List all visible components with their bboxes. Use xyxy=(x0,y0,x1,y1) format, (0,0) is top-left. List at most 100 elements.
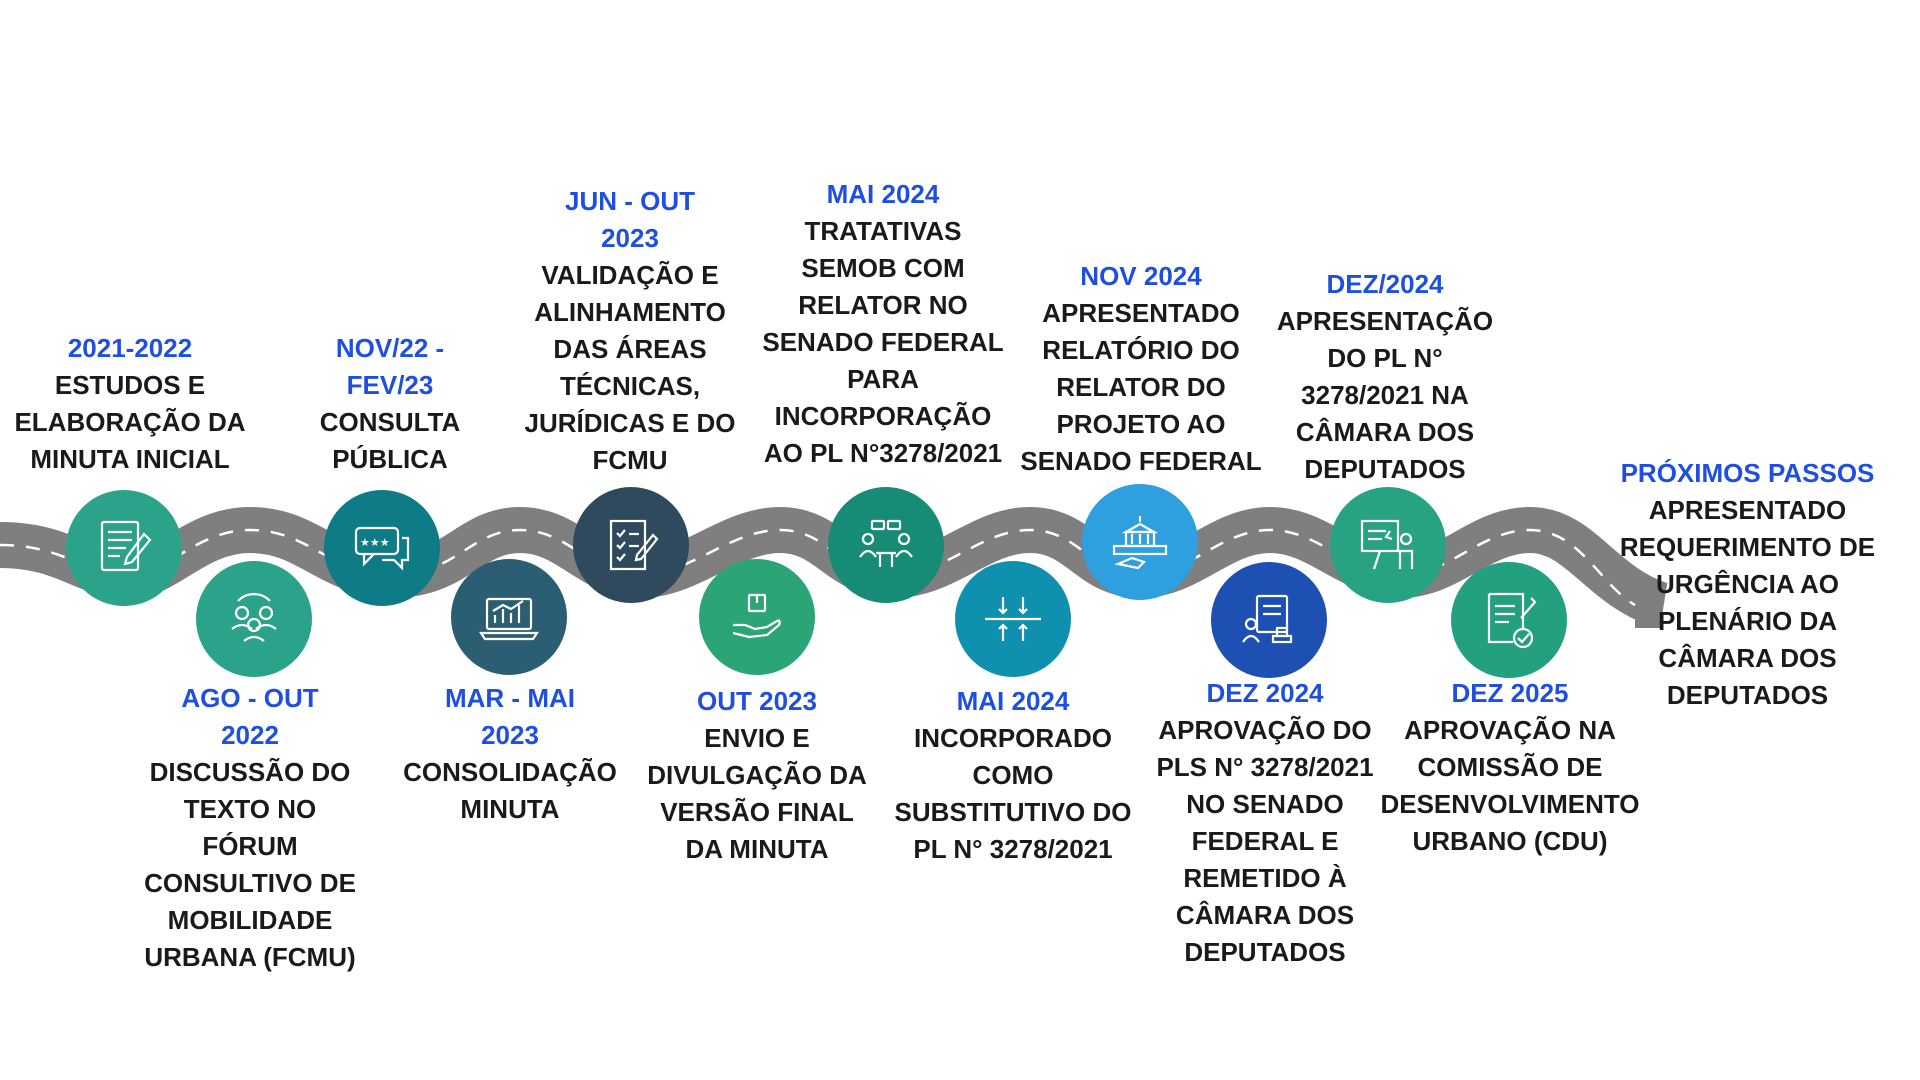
document-pen-icon xyxy=(100,520,152,572)
milestone-description: TRATATIVAS xyxy=(804,216,962,246)
milestone-description: VERSÃO FINAL xyxy=(660,797,854,827)
milestone-date: 2022 xyxy=(221,720,279,750)
milestone-description: CONSULTA xyxy=(319,407,461,437)
milestone-icon-2 xyxy=(196,561,312,677)
milestone-description: APRESENTADO xyxy=(1042,298,1240,328)
milestone-description: COMISSÃO DE xyxy=(1417,752,1603,782)
milestone-date: DEZ/2024 xyxy=(1326,269,1444,299)
milestone-description: DEPUTADOS xyxy=(1184,937,1346,967)
milestone-description: URGÊNCIA AO xyxy=(1656,569,1839,599)
milestone-icon-7 xyxy=(828,487,944,603)
milestone-description: FEDERAL E xyxy=(1191,826,1339,856)
milestone-description: DAS ÁREAS xyxy=(553,334,707,364)
laptop-chart-icon xyxy=(478,597,540,641)
milestone-date: AGO - OUT xyxy=(181,683,319,713)
government-building-icon xyxy=(1112,516,1168,570)
milestone-description: VALIDAÇÃO E xyxy=(541,260,719,290)
milestone-description: DEPUTADOS xyxy=(1666,680,1829,710)
presentation-board-icon xyxy=(1360,519,1414,570)
checklist-icon xyxy=(609,519,659,571)
milestone-date: 2023 xyxy=(481,720,539,750)
milestone-description: TÉCNICAS, xyxy=(559,371,701,401)
milestone-icon-3: ★★★ xyxy=(324,490,440,606)
signed-document-icon xyxy=(1487,592,1537,649)
milestone-date: NOV 2024 xyxy=(1080,261,1202,291)
milestone-description: PLENÁRIO DA xyxy=(1657,606,1838,636)
milestone-icon-11 xyxy=(1330,487,1446,603)
milestone-description: COMO xyxy=(972,760,1054,790)
milestone-icon-10 xyxy=(1211,562,1327,678)
milestone-description: PÚBLICA xyxy=(332,444,448,474)
svg-text:★★★: ★★★ xyxy=(360,537,390,549)
milestone-description: APROVAÇÃO NA xyxy=(1404,715,1616,745)
milestone-date: OUT 2023 xyxy=(697,686,817,716)
milestone-description: APRESENTADO xyxy=(1648,495,1847,525)
milestone-description: SEMOB COM xyxy=(801,253,965,283)
milestone-description: PROJETO AO xyxy=(1056,409,1226,439)
milestone-description: DO PL N° xyxy=(1327,343,1443,373)
milestone-description: FÓRUM xyxy=(202,831,298,861)
milestone-description: RELATOR NO xyxy=(798,290,968,320)
milestone-description: DIVULGAÇÃO DA xyxy=(647,760,867,790)
milestone-description: ENVIO E xyxy=(704,723,810,753)
milestone-description: MINUTA xyxy=(460,794,560,824)
milestone-description: ESTUDOS E xyxy=(54,370,206,400)
milestone-description: NO SENADO xyxy=(1186,789,1344,819)
milestone-description: PARA xyxy=(847,364,919,394)
group-discussion-icon xyxy=(231,593,277,642)
milestone-13: PRÓXIMOS PASSOS APRESENTADO REQUERIMENTO D… xyxy=(1610,455,1885,714)
milestone-description: PLS N° 3278/2021 xyxy=(1156,752,1374,782)
milestone-description: DEPUTADOS xyxy=(1304,454,1466,484)
milestone-date: FEV/23 xyxy=(346,370,434,400)
milestone-date: NOV/22 - xyxy=(335,333,445,363)
milestone-date: DEZ 2025 xyxy=(1451,678,1569,708)
milestone-icon-4 xyxy=(451,559,567,675)
milestone-description: DA MINUTA xyxy=(685,834,829,864)
milestone-description: APROVAÇÃO DO xyxy=(1158,715,1372,745)
milestone-description: SENADO FEDERAL xyxy=(1020,446,1262,476)
milestone-icon-9 xyxy=(1082,484,1198,600)
milestone-description: CÂMARA DOS xyxy=(1175,900,1355,930)
milestone-description: ALINHAMENTO xyxy=(534,297,726,327)
milestone-description: INCORPORAÇÃO xyxy=(774,401,992,431)
milestone-date: 2021-2022 xyxy=(67,333,193,363)
milestone-description: ELABORAÇÃO DA xyxy=(14,407,246,437)
rating-chat-icon: ★★★ xyxy=(354,526,410,571)
milestone-description: PL N° 3278/2021 xyxy=(913,834,1113,864)
merge-arrows-icon xyxy=(985,597,1041,641)
milestone-description: CÂMARA DOS xyxy=(1658,643,1837,673)
milestone-description: MINUTA INICIAL xyxy=(30,444,230,474)
milestone-description: 3278/2021 NA xyxy=(1301,380,1469,410)
milestone-description: URBANO (CDU) xyxy=(1412,826,1608,856)
milestone-description: REQUERIMENTO DE xyxy=(1619,532,1876,562)
milestone-date: PRÓXIMOS PASSOS xyxy=(1620,458,1875,488)
milestone-description: RELATÓRIO DO xyxy=(1042,335,1240,365)
milestone-date: MAI 2024 xyxy=(826,179,940,209)
milestone-icon-5 xyxy=(573,487,689,603)
milestone-date: MAR - MAI xyxy=(445,683,575,713)
milestone-icon-1 xyxy=(66,490,182,606)
milestone-description: CONSOLIDAÇÃO xyxy=(403,757,617,787)
milestone-icon-8 xyxy=(955,561,1071,677)
milestone-description: INCORPORADO xyxy=(914,723,1112,753)
milestone-description: URBANA (FCMU) xyxy=(144,942,356,972)
milestone-description: JURÍDICAS E DO xyxy=(524,408,736,438)
milestone-description: FCMU xyxy=(592,445,668,475)
milestone-description: CONSULTIVO DE xyxy=(144,868,356,898)
milestone-icon-6 xyxy=(699,559,815,675)
hand-package-icon xyxy=(732,593,781,639)
milestone-icon-12 xyxy=(1451,562,1567,678)
meeting-table-icon xyxy=(859,519,913,567)
